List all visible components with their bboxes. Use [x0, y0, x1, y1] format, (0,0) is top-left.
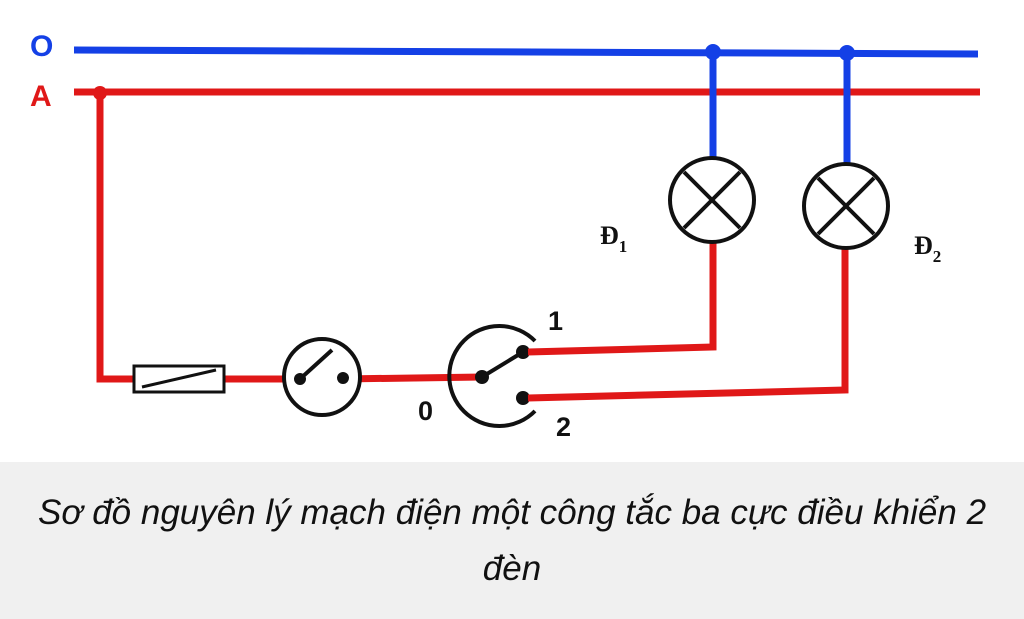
lamp-1 [668, 156, 756, 244]
three-way-switch [447, 324, 537, 428]
terminal-1-label: 1 [548, 306, 563, 336]
terminal-2-label: 2 [556, 412, 571, 442]
three-way-contact-2 [516, 391, 530, 405]
wire-out-1-to-lamp-1 [527, 242, 717, 356]
wire-switch-to-3way [341, 373, 483, 383]
phase-line-label: A [30, 80, 52, 113]
caption-panel: Sơ đồ nguyên lý mạch điện một công tắc b… [0, 462, 1024, 619]
circuit-diagram: O A Đ1 Đ2 1 0 2 [30, 30, 980, 442]
fuse-element [141, 368, 217, 389]
phase-feed-wire [96, 93, 134, 383]
neutral-line [73, 46, 979, 58]
single-pole-switch [282, 337, 362, 417]
caption-text: Sơ đồ nguyên lý mạch điện một công tắc b… [37, 492, 987, 588]
wire-out-2-to-lamp-2 [527, 247, 849, 402]
terminal-0-label: 0 [418, 396, 433, 426]
three-way-lever [480, 350, 525, 379]
lamp-2 [802, 162, 890, 250]
lamp-1-label: Đ1 [600, 221, 627, 256]
neutral-line-label: O [30, 30, 53, 63]
switch-lever [298, 348, 334, 381]
switch-contact-right [337, 372, 349, 384]
lamp-2-label: Đ2 [914, 231, 941, 266]
